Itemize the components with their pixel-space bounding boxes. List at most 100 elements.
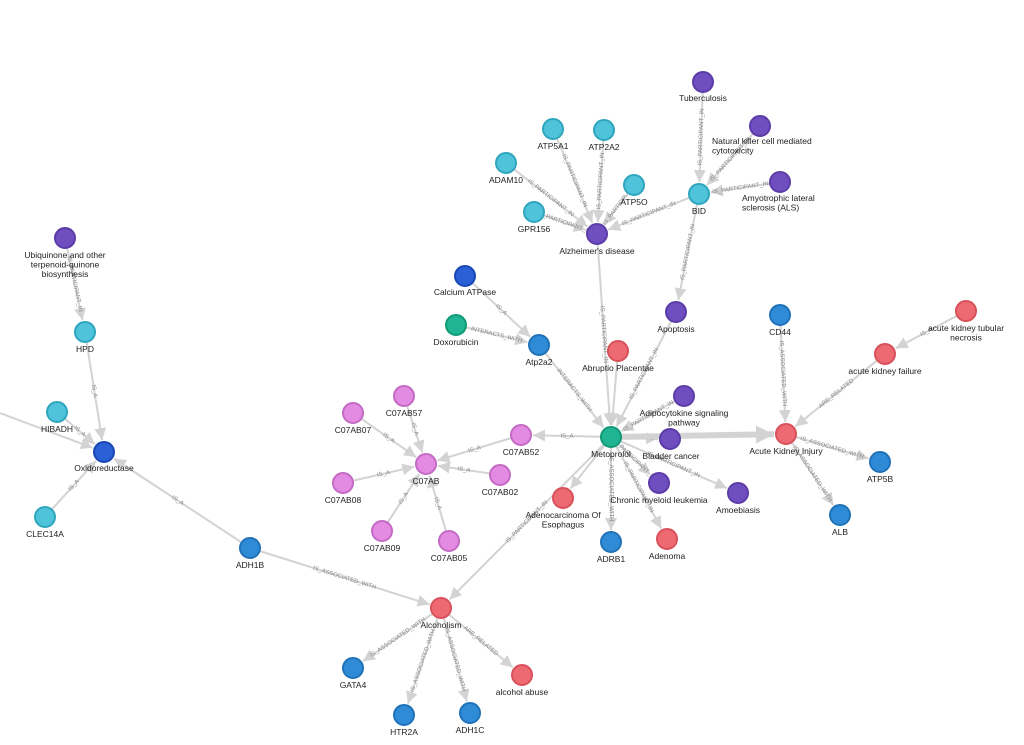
node-apoptosis[interactable]: Apoptosis [657, 301, 695, 334]
node-circle[interactable] [34, 506, 56, 528]
node-c07ab08[interactable]: C07AB08 [325, 472, 362, 505]
node-circle[interactable] [829, 504, 851, 526]
node-circle[interactable] [542, 118, 564, 140]
node-doxo[interactable]: Doxorubicin [434, 314, 479, 347]
node-atp2a2b[interactable]: Atp2a2 [526, 334, 553, 367]
node-circle[interactable] [454, 265, 476, 287]
node-circle[interactable] [769, 171, 791, 193]
edge-metoprolol-aki[interactable] [620, 425, 775, 444]
edge-alz-metoprolol[interactable]: IS_PARTICIPANT_IN [596, 243, 616, 426]
node-oxido[interactable]: Oxidoreductase [74, 441, 134, 473]
node-alz[interactable]: Alzheimer's disease [559, 223, 635, 256]
node-circle[interactable] [688, 183, 710, 205]
node-circle[interactable] [342, 402, 364, 424]
node-circle[interactable] [586, 223, 608, 245]
edge-edge_left-oxido[interactable] [0, 412, 94, 450]
node-circle[interactable] [511, 664, 533, 686]
node-circle[interactable] [648, 472, 670, 494]
node-circle[interactable] [445, 314, 467, 336]
node-atp5b[interactable]: ATP5B [867, 451, 894, 484]
edge-c07ab05-c07ab[interactable]: IS_A [427, 475, 448, 532]
node-adh1b[interactable]: ADH1B [236, 537, 265, 570]
node-circle[interactable] [600, 426, 622, 448]
edge-akin-akf[interactable]: IS_A [895, 314, 958, 350]
node-c07ab52[interactable]: C07AB52 [503, 424, 540, 457]
node-akf[interactable]: acute kidney failure [848, 343, 922, 376]
node-circle[interactable] [727, 482, 749, 504]
edge-tuberculosis-bid[interactable]: IS_PARTICIPANT_IN [693, 91, 706, 183]
node-calcium[interactable]: Calcium ATPase [434, 265, 496, 297]
node-tuberculosis[interactable]: Tuberculosis [679, 71, 727, 103]
node-circle[interactable] [749, 115, 771, 137]
node-circle[interactable] [46, 401, 68, 423]
node-c07ab57[interactable]: C07AB57 [386, 385, 423, 418]
node-circle[interactable] [665, 301, 687, 323]
node-atp2a2[interactable]: ATP2A2 [588, 119, 620, 152]
node-circle[interactable] [607, 340, 629, 362]
node-circle[interactable] [769, 304, 791, 326]
edge-adh1b-alcoholism[interactable]: IS_ASSOCIATED_WITH [259, 550, 430, 607]
node-circle[interactable] [623, 174, 645, 196]
node-circle[interactable] [593, 119, 615, 141]
node-circle[interactable] [692, 71, 714, 93]
node-alcoholism[interactable]: Alcoholism [420, 597, 462, 630]
node-circle[interactable] [775, 423, 797, 445]
node-circle[interactable] [93, 441, 115, 463]
edge-hpd-oxido[interactable]: IS_A [85, 341, 107, 441]
node-circle[interactable] [438, 530, 460, 552]
edge-c07ab08-c07ab[interactable]: IS_A [352, 463, 415, 482]
node-adrb1[interactable]: ADRB1 [597, 531, 626, 564]
node-adam10[interactable]: ADAM10 [489, 152, 523, 185]
node-hibadh[interactable]: HIBADH [41, 401, 73, 434]
node-gpr156[interactable]: GPR156 [518, 201, 551, 234]
node-adenoma[interactable]: Adenoma [649, 528, 686, 561]
node-c07ab02[interactable]: C07AB02 [482, 464, 519, 497]
node-circle[interactable] [342, 657, 364, 679]
edge-metoprolol-adrb1[interactable]: IS_ASSOCIATED_WITH [605, 447, 617, 530]
node-abuse[interactable]: alcohol abuse [496, 664, 549, 697]
node-aki[interactable]: Acute Kidney Injury [749, 423, 823, 456]
node-clec14a[interactable]: CLEC14A [26, 506, 64, 539]
node-circle[interactable] [656, 528, 678, 550]
node-circle[interactable] [54, 227, 76, 249]
node-cd44[interactable]: CD44 [769, 304, 791, 337]
node-circle[interactable] [869, 451, 891, 473]
node-circle[interactable] [495, 152, 517, 174]
node-circle[interactable] [673, 385, 695, 407]
edge-c07ab57-c07ab[interactable]: IS_A [406, 405, 425, 453]
node-c07ab05[interactable]: C07AB05 [431, 530, 468, 563]
edge-c07ab52-c07ab[interactable]: IS_A [437, 436, 512, 463]
node-circle[interactable] [552, 487, 574, 509]
node-circle[interactable] [393, 385, 415, 407]
edge-metoprolol-adenoc[interactable] [569, 444, 606, 490]
node-htr2a[interactable]: HTR2A [390, 704, 418, 737]
node-circle[interactable] [74, 321, 96, 343]
node-cml[interactable]: Chronic myeloid leukemia [610, 472, 708, 505]
node-circle[interactable] [393, 704, 415, 726]
node-adh1c[interactable]: ADH1C [456, 702, 485, 735]
node-circle[interactable] [874, 343, 896, 365]
node-gata4[interactable]: GATA4 [340, 657, 367, 690]
node-abruptio[interactable]: Abruptio Placentae [582, 340, 654, 373]
node-circle[interactable] [415, 453, 437, 475]
node-circle[interactable] [659, 428, 681, 450]
edge-bid-apoptosis[interactable]: IS_PARTICIPANT_IN [674, 203, 699, 301]
edge-metoprolol-c07ab52[interactable]: IS_A [532, 429, 602, 442]
node-circle[interactable] [371, 520, 393, 542]
edge-cd44-aki[interactable]: IS_ASSOCIATED_WITH [778, 324, 791, 423]
node-circle[interactable] [430, 597, 452, 619]
node-circle[interactable] [239, 537, 261, 559]
node-c07ab[interactable]: C07AB [413, 453, 440, 486]
edge-c07ab02-c07ab[interactable]: IS_A [437, 461, 491, 475]
node-c07ab07[interactable]: C07AB07 [335, 402, 372, 435]
node-c07ab09[interactable]: C07AB09 [364, 520, 401, 553]
node-hpd[interactable]: HPD [74, 321, 96, 354]
node-atp5o[interactable]: ATP5O [620, 174, 648, 207]
node-circle[interactable] [523, 201, 545, 223]
